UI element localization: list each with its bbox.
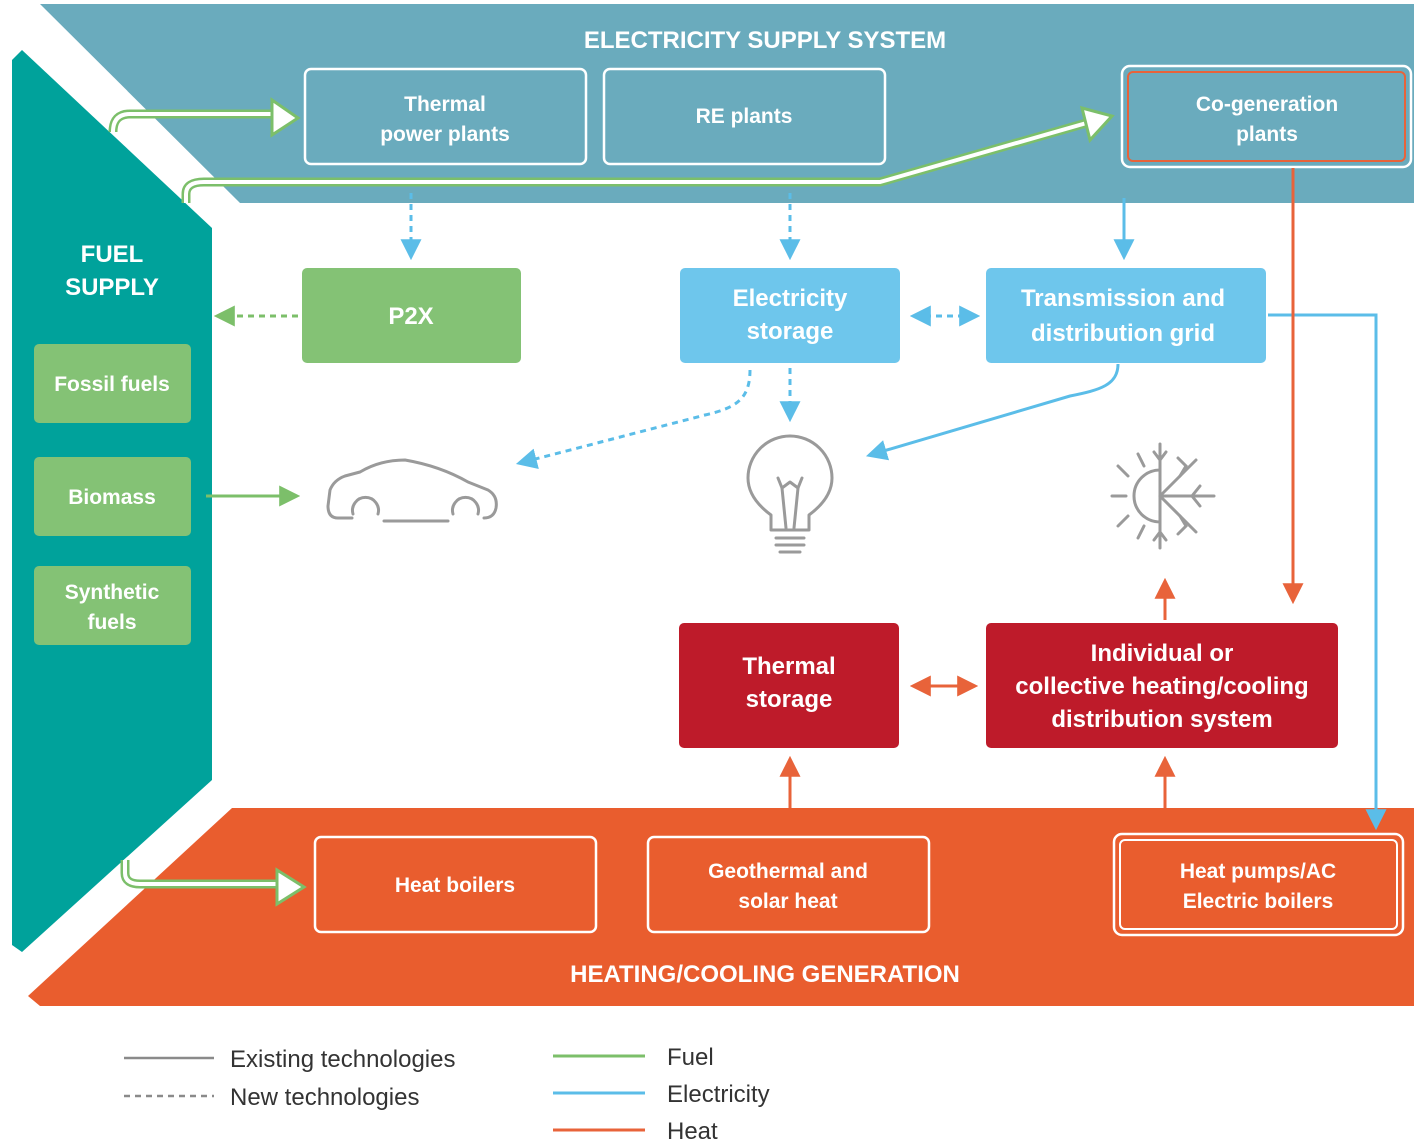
thermal-power-plants-box: Thermal power plants — [303, 67, 588, 166]
thermal-storage-box: Thermal storage — [679, 623, 899, 748]
svg-text:Fossil fuels: Fossil fuels — [54, 373, 170, 396]
svg-text:storage: storage — [747, 318, 834, 345]
light-bulb-icon — [746, 434, 834, 554]
svg-text:Co-generation: Co-generation — [1196, 93, 1338, 116]
geothermal-solar-box: Geothermal and solar heat — [646, 835, 931, 934]
svg-text:Geothermal and: Geothermal and — [708, 860, 868, 883]
heating-generation-band — [28, 808, 1414, 1006]
heat-pumps-box: Heat pumps/AC Electric boilers — [1112, 832, 1405, 937]
svg-text:Biomass: Biomass — [68, 486, 156, 509]
heating-generation-title: HEATING/COOLING GENERATION — [570, 961, 960, 988]
legend-new-technologies: New technologies — [124, 1084, 419, 1111]
heat-boilers-box: Heat boilers — [313, 835, 598, 934]
svg-text:Electric boilers: Electric boilers — [1183, 890, 1334, 913]
svg-text:distribution grid: distribution grid — [1031, 320, 1215, 347]
fossil-fuels-box: Fossil fuels — [34, 344, 191, 423]
svg-text:distribution system: distribution system — [1051, 706, 1272, 733]
svg-text:Individual or: Individual or — [1091, 640, 1234, 667]
svg-text:Electricity: Electricity — [667, 1081, 770, 1108]
fuel-supply-title: FUEL SUPPLY — [65, 241, 159, 301]
svg-text:SUPPLY: SUPPLY — [65, 274, 159, 301]
svg-text:plants: plants — [1236, 123, 1298, 146]
svg-text:collective heating/cooling: collective heating/cooling — [1015, 673, 1308, 700]
svg-text:Thermal: Thermal — [404, 93, 486, 116]
svg-text:P2X: P2X — [388, 303, 433, 330]
heat-flows — [779, 168, 1304, 808]
legend-electricity: Electricity — [553, 1081, 770, 1108]
biomass-box: Biomass — [34, 457, 191, 536]
fuel-flows — [108, 97, 1115, 907]
re-plants-box: RE plants — [602, 67, 887, 166]
heating-cooling-icon — [1110, 442, 1216, 550]
legend-heat: Heat — [553, 1118, 718, 1142]
svg-text:storage: storage — [746, 686, 833, 713]
svg-text:power plants: power plants — [380, 123, 510, 146]
svg-text:Heat: Heat — [667, 1118, 718, 1142]
legend: Existing technologies New technologies F… — [124, 1044, 770, 1142]
svg-text:Fuel: Fuel — [667, 1044, 714, 1071]
legend-existing-technologies: Existing technologies — [124, 1046, 455, 1073]
cogeneration-plants-box: Co-generation plants — [1120, 64, 1413, 169]
transmission-grid-box: Transmission and distribution grid — [986, 268, 1266, 363]
svg-text:Heat boilers: Heat boilers — [395, 874, 515, 897]
electricity-flows — [400, 193, 1387, 831]
svg-text:New technologies: New technologies — [230, 1084, 419, 1111]
electricity-supply-band — [40, 4, 1414, 203]
svg-text:Heat pumps/AC: Heat pumps/AC — [1180, 860, 1336, 883]
svg-text:Transmission and: Transmission and — [1021, 285, 1225, 312]
heating-cooling-distribution-box: Individual or collective heating/cooling… — [986, 623, 1338, 748]
svg-text:Synthetic: Synthetic — [65, 581, 160, 604]
svg-text:solar heat: solar heat — [738, 890, 837, 913]
svg-text:FUEL: FUEL — [81, 241, 144, 268]
p2x-box: P2X — [302, 268, 521, 363]
electricity-storage-box: Electricity storage — [680, 268, 900, 363]
legend-fuel: Fuel — [553, 1044, 714, 1071]
car-icon — [326, 458, 498, 523]
svg-text:Existing technologies: Existing technologies — [230, 1046, 455, 1073]
svg-text:RE plants: RE plants — [696, 105, 793, 128]
svg-text:fuels: fuels — [87, 611, 136, 634]
synthetic-fuels-box: Synthetic fuels — [34, 566, 191, 645]
electricity-supply-title: ELECTRICITY SUPPLY SYSTEM — [584, 27, 946, 54]
svg-text:Electricity: Electricity — [733, 285, 848, 312]
svg-text:Thermal: Thermal — [742, 653, 835, 680]
